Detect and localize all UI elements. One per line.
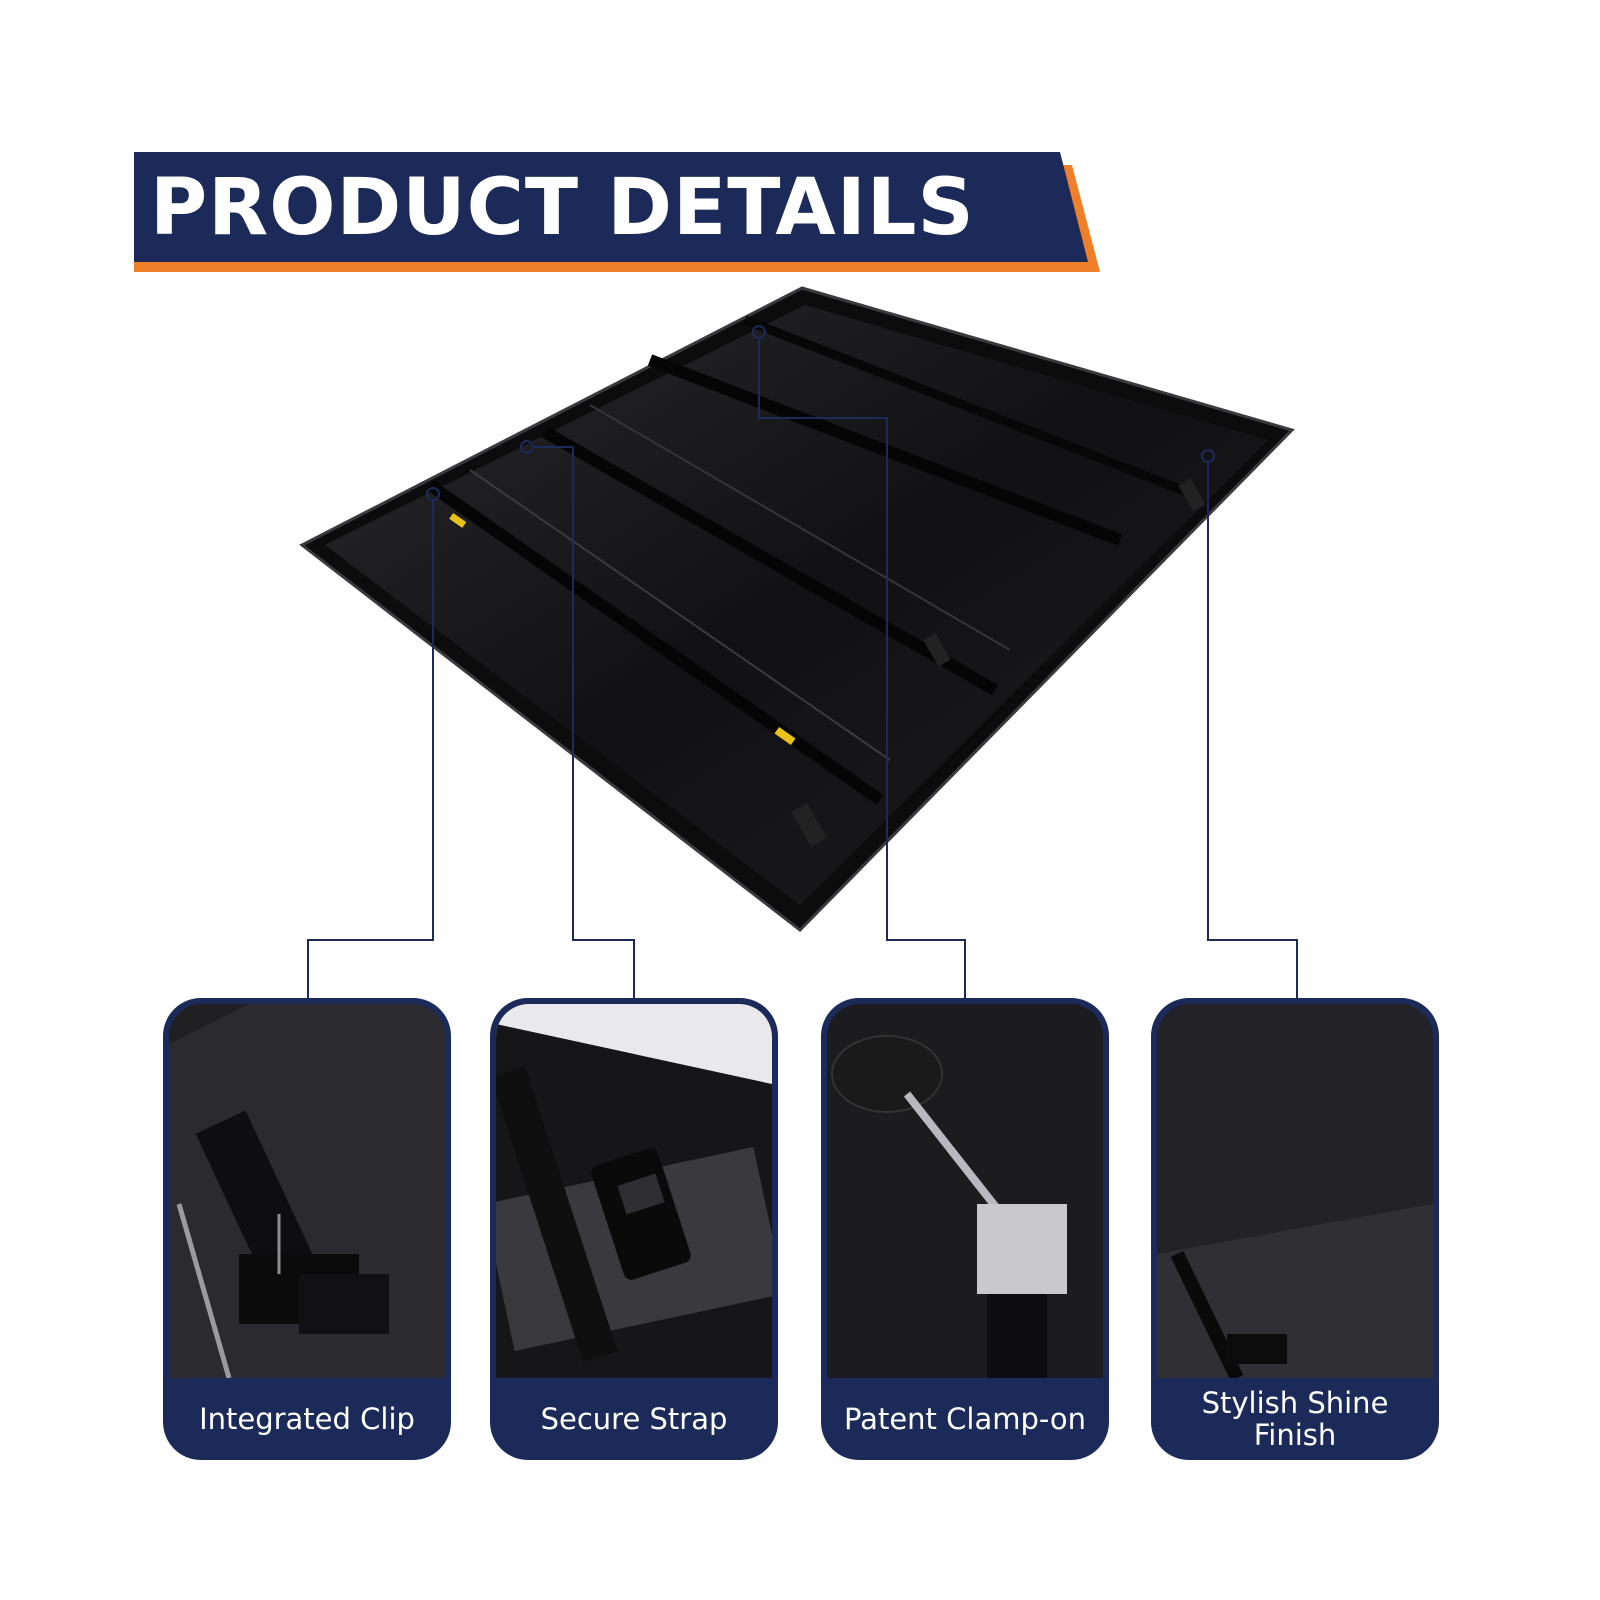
warning-label [774, 726, 796, 746]
feature-label: Integrated Clip [199, 1402, 415, 1436]
panel-rail [743, 315, 1197, 500]
feature-card-shine-finish: Stylish Shine Finish [1151, 998, 1439, 1460]
feature-card-patent-clamp: Patent Clamp-on [821, 998, 1109, 1460]
finish-photo [1157, 1004, 1433, 1378]
feature-label: Secure Strap [540, 1402, 728, 1436]
callout-patent-clamp [752, 325, 966, 998]
panel-seam-3 [647, 354, 1123, 546]
feature-label: Patent Clamp-on [844, 1402, 1086, 1436]
cover-surface [325, 305, 1268, 905]
callout-integrated-clip [307, 487, 440, 998]
panel-highlight [469, 469, 891, 761]
callout-secure-strap [520, 440, 635, 998]
clamp-part [1178, 478, 1206, 512]
callout-shine-finish [1201, 449, 1298, 998]
panel-seam-2 [542, 426, 998, 696]
clamp-part [923, 633, 951, 667]
feature-card-secure-strap: Secure Strap [490, 998, 778, 1460]
feature-card-integrated-clip: Integrated Clip [163, 998, 451, 1460]
warning-label [449, 512, 467, 528]
panel-highlight [589, 404, 1011, 651]
strap-photo [496, 1004, 772, 1378]
page-title: PRODUCT DETAILS [150, 163, 975, 253]
clip-photo [169, 1004, 445, 1378]
banner-navy-band [134, 152, 1088, 262]
panel-seam-1 [426, 480, 884, 805]
clamp-part [791, 803, 827, 847]
clamp-photo [827, 1004, 1103, 1378]
feature-label: Stylish Shine Finish [1201, 1386, 1389, 1452]
